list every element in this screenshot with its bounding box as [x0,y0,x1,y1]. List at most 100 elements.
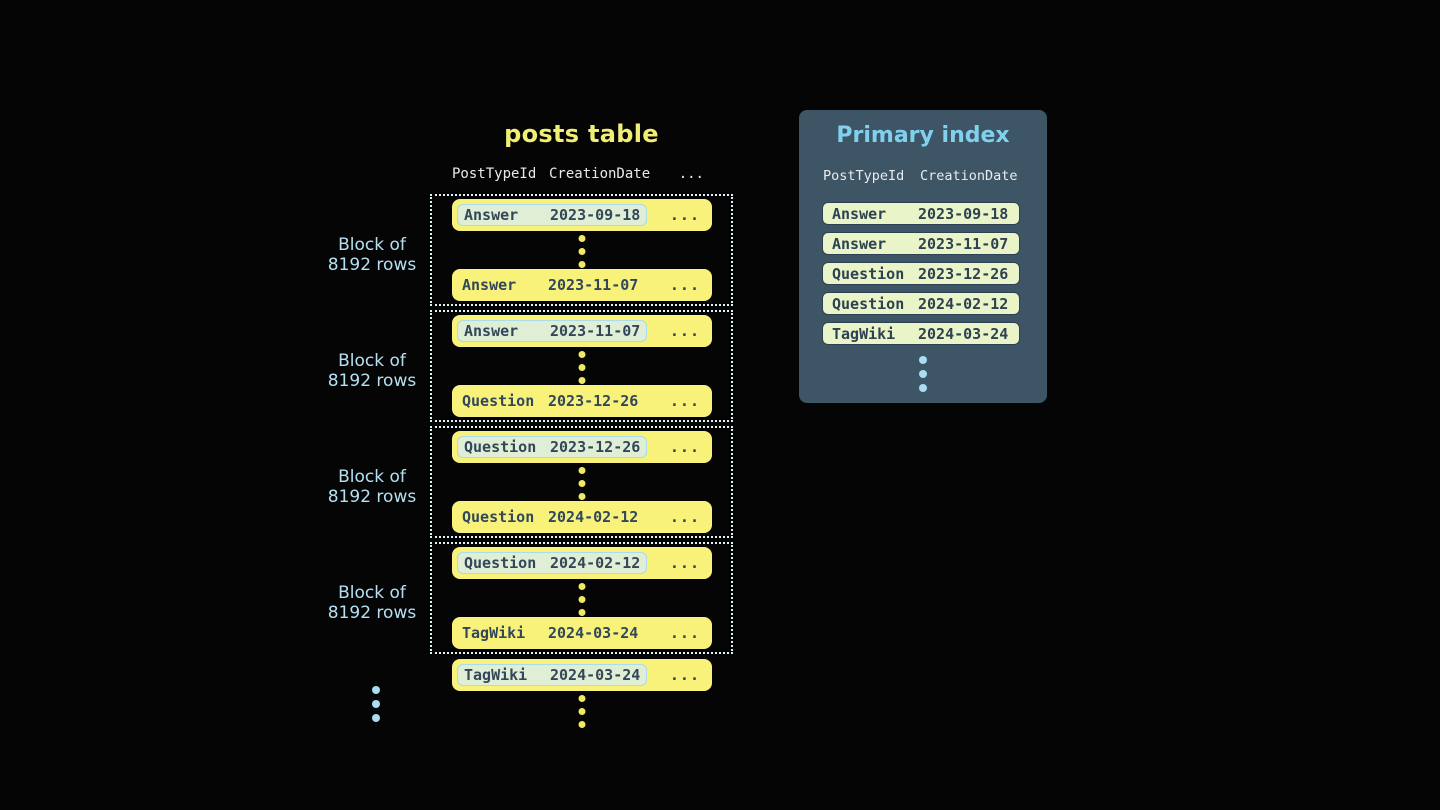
row-creationdate: 2024-02-12 [548,508,639,526]
block-label-line1: Block of [338,351,406,371]
dot [578,708,586,715]
block-label-line2: 8192 rows [327,603,417,623]
block-label-line1: Block of [338,583,406,603]
dot [372,686,380,694]
dot [578,248,585,255]
block-3-label: Block of 8192 rows [300,467,444,507]
dot [578,364,585,371]
dot [372,700,380,708]
column-header-creationdate: CreationDate [549,166,651,182]
row-creationdate: 2023-12-26 [918,264,1009,283]
index-row: Question 2024-02-12 [822,292,1020,315]
dot [578,609,585,616]
table-continuation-dots [578,695,586,728]
vertical-ellipsis-dots [578,235,585,268]
index-row: Question 2023-12-26 [822,262,1020,285]
row-posttypeid: Question [464,554,537,572]
block-4: Question 2024-02-12 ... TagWiki 2024-03-… [430,542,733,654]
row-ellipsis: ... [669,554,700,572]
block-4-label: Block of 8192 rows [300,583,444,623]
index-mark-highlight: TagWiki 2024-03-24 [457,664,648,686]
dot [919,370,927,378]
index-mark-highlight: Question 2023-12-26 [457,436,648,458]
row-ellipsis: ... [669,206,700,224]
primary-index-panel: Primary index PostTypeId CreationDate An… [799,110,1047,403]
primary-index-column-headers: PostTypeId CreationDate [823,168,1018,184]
dot [578,377,585,384]
row-creationdate: 2024-02-12 [918,294,1009,313]
row-posttypeid: Answer [832,204,887,223]
row-creationdate: 2023-09-18 [550,206,641,224]
row-posttypeid: Question [832,264,905,283]
index-continuation-dots [919,356,927,392]
block-label-line2: 8192 rows [327,371,417,391]
row-creationdate: 2024-03-24 [918,324,1009,343]
dot [919,384,927,392]
dot [578,695,586,702]
row-posttypeid: Answer [462,276,517,294]
table-row: Question 2023-12-26 ... [452,385,712,417]
row-creationdate: 2023-12-26 [548,392,639,410]
column-header-posttypeid: PostTypeId [823,168,905,184]
index-mark-highlight: Question 2024-02-12 [457,552,648,574]
row-posttypeid: Answer [464,206,519,224]
index-row: TagWiki 2024-03-24 [822,322,1020,345]
dot [578,493,585,500]
block-labels-continuation-dots [372,686,380,722]
table-row: Question 2024-02-12 ... [452,547,712,579]
dot [578,261,585,268]
dot [578,467,585,474]
dot [578,235,585,242]
block-label-line1: Block of [338,467,406,487]
row-posttypeid: TagWiki [832,324,896,343]
row-ellipsis: ... [669,322,700,340]
vertical-ellipsis-dots [578,467,585,500]
index-row: Answer 2023-11-07 [822,232,1020,255]
table-row: Answer 2023-11-07 ... [452,315,712,347]
row-creationdate: 2024-02-12 [550,554,641,572]
block-2-label: Block of 8192 rows [300,351,444,391]
primary-index-title: Primary index [836,123,1010,148]
dot [578,583,585,590]
row-creationdate: 2023-12-26 [550,438,641,456]
table-row: Question 2024-02-12 ... [452,501,712,533]
block-label-line1: Block of [338,235,406,255]
posts-table-title: posts table [504,120,659,148]
block-3: Question 2023-12-26 ... Question 2024-02… [430,426,733,538]
posts-table-column-headers: PostTypeId CreationDate ... [452,166,712,182]
row-ellipsis: ... [669,276,700,294]
row-ellipsis: ... [669,508,700,526]
table-row-trailing: TagWiki 2024-03-24 ... [452,659,712,691]
table-row: Question 2023-12-26 ... [452,431,712,463]
block-1-label: Block of 8192 rows [300,235,444,275]
row-ellipsis: ... [669,666,700,684]
row-posttypeid: Answer [464,322,519,340]
dot [578,480,585,487]
row-creationdate: 2023-11-07 [550,322,641,340]
row-ellipsis: ... [669,438,700,456]
block-2: Answer 2023-11-07 ... Question 2023-12-2… [430,310,733,422]
row-posttypeid: Question [832,294,905,313]
row-creationdate: 2023-11-07 [548,276,639,294]
table-row: Answer 2023-11-07 ... [452,269,712,301]
row-creationdate: 2023-09-18 [918,204,1009,223]
row-creationdate: 2024-03-24 [548,624,639,642]
dot [919,356,927,364]
row-creationdate: 2023-11-07 [918,234,1009,253]
dot [578,351,585,358]
dot [578,596,585,603]
column-header-ellipsis: ... [678,166,704,182]
row-posttypeid: Answer [832,234,887,253]
table-row: Answer 2023-09-18 ... [452,199,712,231]
table-row: TagWiki 2024-03-24 ... [452,617,712,649]
column-header-posttypeid: PostTypeId [452,166,537,182]
vertical-ellipsis-dots [578,583,585,616]
row-posttypeid: Question [462,392,535,410]
index-mark-highlight: Answer 2023-09-18 [457,204,648,226]
row-ellipsis: ... [669,392,700,410]
row-posttypeid: TagWiki [464,666,528,684]
vertical-ellipsis-dots [578,351,585,384]
block-1: Answer 2023-09-18 ... Answer 2023-11-07 … [430,194,733,306]
row-ellipsis: ... [669,624,700,642]
